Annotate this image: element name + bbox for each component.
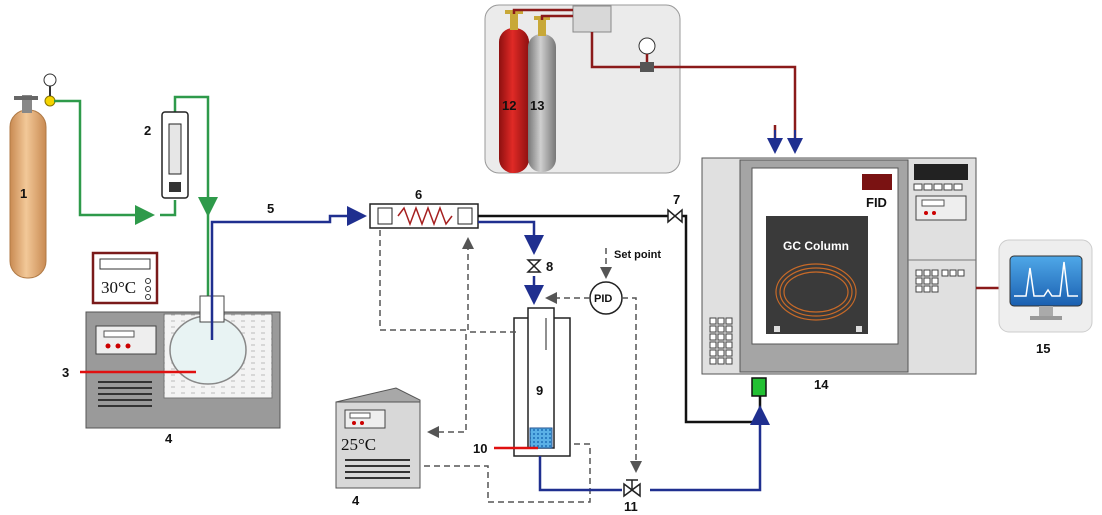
computer-monitor-15 (998, 239, 1093, 333)
temperature-controller (91, 251, 159, 305)
label-9: 9 (536, 383, 543, 398)
flowmeter-2 (161, 111, 189, 199)
n2-supply-lines (54, 95, 218, 355)
adsorption-column-9 (513, 307, 571, 457)
label-8: 8 (546, 259, 553, 274)
gc-inlet-arrows (767, 130, 803, 154)
preheater-6 (369, 203, 479, 229)
gas-cylinder-1 (9, 73, 57, 279)
label-5: 5 (267, 201, 274, 216)
label-6: 6 (415, 187, 422, 202)
chiller (335, 387, 421, 489)
bath-temperature: 30°C (101, 278, 136, 297)
chiller-temperature: 25°C (341, 435, 376, 454)
outlet-line (538, 405, 770, 492)
water-bath (85, 295, 281, 429)
label-4b: 4 (352, 493, 360, 508)
label-12: 12 (502, 98, 516, 113)
fid-label: FID (866, 195, 887, 210)
line-5 (210, 206, 367, 340)
label-3: 3 (62, 365, 69, 380)
control-signal-lines (379, 230, 642, 503)
valve-11 (623, 479, 641, 498)
gc-column-label: GC Column (783, 239, 849, 253)
label-14: 14 (814, 377, 829, 392)
gas-cabinet (484, 4, 681, 174)
valve-8 (526, 259, 542, 273)
set-point-label: Set point (614, 249, 661, 261)
label-7: 7 (673, 192, 680, 207)
valve-7 (667, 208, 683, 224)
label-2: 2 (144, 123, 151, 138)
label-4a: 4 (165, 431, 173, 446)
label-13: 13 (530, 98, 544, 113)
label-15: 15 (1036, 341, 1050, 356)
pid-label: PID (594, 293, 612, 305)
label-1: 1 (20, 186, 27, 201)
label-10: 10 (473, 441, 487, 456)
gas-chromatograph (701, 157, 977, 397)
label-11: 11 (624, 499, 638, 514)
feed-line (478, 220, 544, 305)
